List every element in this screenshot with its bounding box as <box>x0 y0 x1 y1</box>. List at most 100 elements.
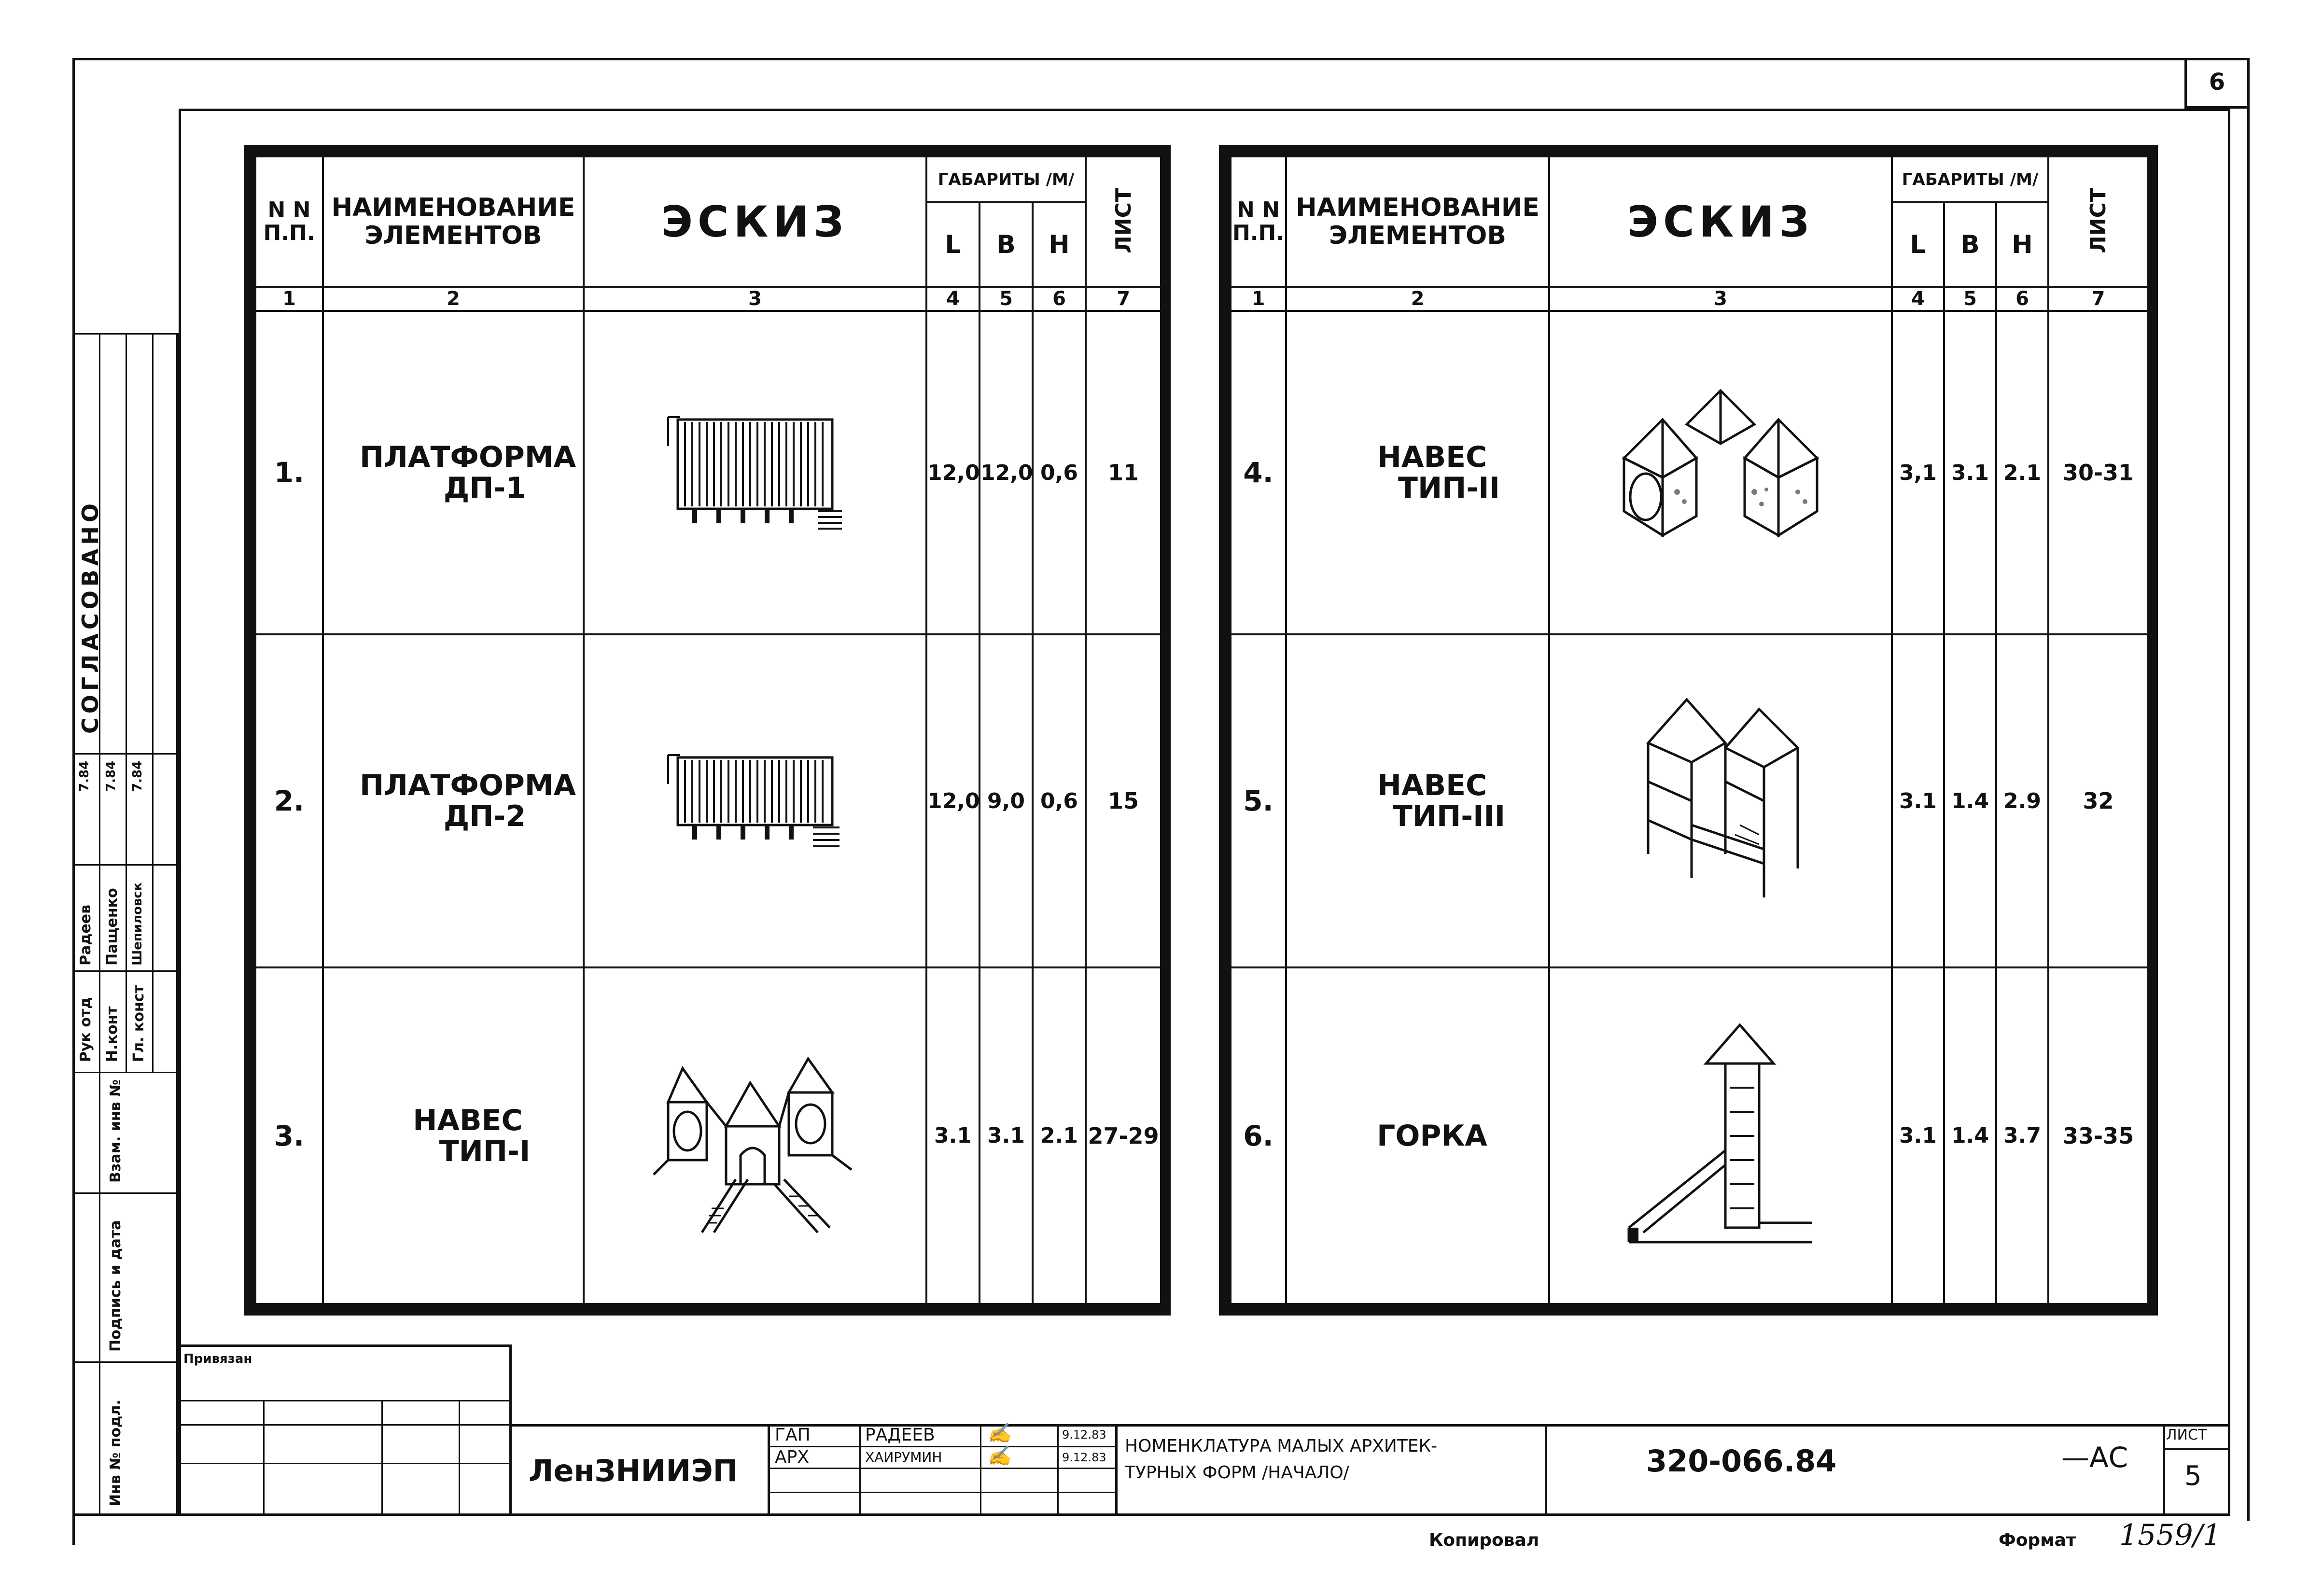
organization-name: ЛенЗНИИЭП <box>529 1453 738 1488</box>
header-B: B <box>979 201 1034 288</box>
dim-H: 0,6 <box>1031 633 1087 968</box>
drawing-title-line2: ТУРНЫХ ФОРМ /НАЧАЛО/ <box>1125 1463 1349 1483</box>
sketch-canopy-type2 <box>1548 310 1893 635</box>
header-B: B <box>1943 201 1997 288</box>
drawing-suffix: —АС <box>2061 1441 2128 1474</box>
element-name: ГОРКА <box>1285 966 1550 1305</box>
privyazan-box: Привязан <box>179 1344 512 1513</box>
dim-H: 3.7 <box>1995 966 2050 1305</box>
sheet-number: 5 <box>2184 1460 2202 1492</box>
dim-B: 1.4 <box>1943 633 1997 968</box>
dim-H: 2.1 <box>1995 310 2050 635</box>
row-number: 6. <box>1230 966 1287 1305</box>
arx-name: ХАИРУМИН <box>865 1449 942 1465</box>
col-index: 6 <box>1031 286 1087 312</box>
dim-B: 3.1 <box>1943 310 1997 635</box>
sheet-ref: 15 <box>1085 633 1162 968</box>
gap-date: 9.12.83 <box>1062 1428 1106 1442</box>
inv-label: Инв № подл. <box>107 1400 124 1506</box>
dim-L: 3.1 <box>1891 966 1945 1305</box>
drawing-code: 320-066.84 <box>1646 1443 1837 1479</box>
dim-B: 3.1 <box>979 966 1034 1305</box>
sheet-ref: 30-31 <box>2047 310 2150 635</box>
header-list: ЛИСТ <box>2047 155 2150 288</box>
format-value: 1559/1 <box>2119 1518 2222 1552</box>
header-gabarity: ГАБАРИТЫ /М/ <box>1890 155 2050 203</box>
agreement-role: Н.конт <box>104 1006 121 1062</box>
col-index: 1 <box>254 286 324 312</box>
col-index: 2 <box>322 286 585 312</box>
col-index: 7 <box>2047 286 2150 312</box>
gap-role: ГАП <box>775 1425 811 1445</box>
agreement-name: Пащенко <box>104 888 121 966</box>
drawing-title-line1: НОМЕНКЛАТУРА МАЛЫХ АРХИТЕК- <box>1125 1436 1438 1456</box>
agreement-role: Гл. конст <box>130 985 147 1062</box>
col-index: 3 <box>583 286 927 312</box>
arx-signature: ✍ <box>987 1445 1011 1467</box>
podpis-label: Подпись и дата <box>107 1220 124 1352</box>
arx-date: 9.12.83 <box>1062 1451 1106 1464</box>
dim-B: 9,0 <box>979 633 1034 968</box>
sketch-platform-dp1 <box>583 310 927 635</box>
sheet-ref: 33-35 <box>2047 966 2150 1305</box>
sketch-canopy-type3 <box>1548 633 1893 968</box>
header-sketch: ЭСКИЗ <box>1548 155 1893 288</box>
table-row: 6. ГОРКА <box>1230 966 2150 1305</box>
row-number: 3. <box>254 966 324 1305</box>
sketch-canopy-type1 <box>583 966 927 1305</box>
header-gabarity: ГАБАРИТЫ /М/ <box>925 155 1087 203</box>
gap-name: РАДЕЕВ <box>865 1425 935 1445</box>
header-H: H <box>1995 201 2050 288</box>
sheet-ref: 11 <box>1085 310 1162 635</box>
dim-H: 2.9 <box>1995 633 2050 968</box>
corner-sheet-box: 6 <box>2184 58 2247 109</box>
col-index: 2 <box>1285 286 1550 312</box>
header-H: H <box>1031 201 1087 288</box>
header-L: L <box>1891 201 1945 288</box>
header-L: L <box>925 201 980 288</box>
col-index: 6 <box>1995 286 2050 312</box>
col-index: 5 <box>979 286 1034 312</box>
corner-sheet-number: 6 <box>2209 69 2225 96</box>
header-sketch: ЭСКИЗ <box>583 155 927 288</box>
copied-label: Копировал <box>1429 1530 1539 1550</box>
gap-signature: ✍ <box>987 1422 1011 1444</box>
dim-L: 3,1 <box>1891 310 1945 635</box>
vzam-label: Взам. инв № <box>107 1079 124 1183</box>
sheet-label: ЛИСТ <box>2166 1427 2207 1443</box>
agreement-date: 7.84 <box>104 760 118 792</box>
agreement-date: 7.84 <box>130 760 145 792</box>
row-number: 2. <box>254 633 324 968</box>
sketch-platform-dp2 <box>583 633 927 968</box>
agreement-title: СОГЛАСОВАНО <box>77 499 103 734</box>
col-index: 4 <box>925 286 980 312</box>
agreement-role: Рук отд <box>77 997 94 1062</box>
sheet-ref: 32 <box>2047 633 2150 968</box>
col-index: 5 <box>1943 286 1997 312</box>
dim-H: 2.1 <box>1031 966 1087 1305</box>
agreement-name: Радеев <box>77 904 94 966</box>
dim-H: 0,6 <box>1031 310 1087 635</box>
row-number: 1. <box>254 310 324 635</box>
agreement-stamp <box>72 333 179 1513</box>
agreement-date: 7.84 <box>77 760 92 792</box>
col-index: 1 <box>1230 286 1287 312</box>
dim-B: 12,0 <box>979 310 1034 635</box>
format-label: Формат <box>1999 1530 2076 1550</box>
